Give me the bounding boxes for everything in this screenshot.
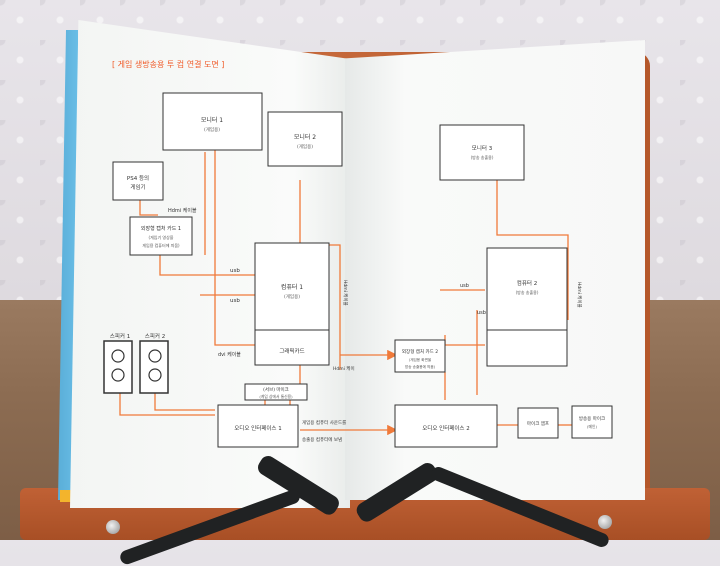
svg-text:(게임용 화면을: (게임용 화면을 [409,357,432,362]
svg-text:마이크 앰프: 마이크 앰프 [527,420,549,427]
mic-amp: 마이크 앰프 [517,407,559,439]
usb-label-left-2: usb [230,298,240,304]
left-screw [106,520,120,534]
diagram-title: [ 게임 생방송용 투 컴 연결 도면 ] [112,59,224,69]
note-line-1: 게임용 컴퓨터 사운드를 [302,419,346,426]
svg-text:게임용 컴퓨터에 띄움): 게임용 컴퓨터에 띄움) [142,242,180,248]
connection-diagram: [ 게임 생방송용 투 컴 연결 도면 ] 모니터 1 (게임용) 모니터 2 … [103,59,613,448]
computer-2: 컴퓨터 2 (방송 송출용) [486,247,568,367]
sub-microphone: (서브) 마이크 (게임 상에서 통신용) [244,383,308,401]
usb-label-left-1: usb [230,268,240,274]
svg-text:모니터 1: 모니터 1 [201,116,223,124]
ps4-console: PS4 등의 게임기 [112,161,164,201]
svg-text:스피커 1: 스피커 1 [110,332,130,340]
audio-interface-1: 오디오 인터페이스 1 [217,404,299,448]
svg-text:(서브) 마이크: (서브) 마이크 [263,386,289,393]
svg-text:방송용 마이크: 방송용 마이크 [579,415,605,422]
hdmi-cable-label-right: Hdmi 케이블 [576,282,583,308]
svg-text:(방송 송출용): (방송 송출용) [471,154,494,160]
svg-text:컴퓨터 1: 컴퓨터 1 [281,283,303,291]
svg-text:(게임용): (게임용) [204,126,220,133]
monitor-3: 모니터 3 (방송 송출용) [439,124,525,181]
computer-1: 컴퓨터 1 (게임용) 그래픽카드 [254,242,330,366]
svg-text:(게임용): (게임용) [297,143,313,150]
svg-text:모니터 2: 모니터 2 [294,133,316,141]
hdmi-cable-label-1: Hdmi 케이블 [168,207,197,214]
svg-text:(메인): (메인) [587,424,597,429]
broadcast-microphone: 방송용 마이크 (메인) [571,405,613,439]
hdmi-cable-label-bottom: Hdmi 케이 [333,365,355,372]
svg-text:스피커 2: 스피커 2 [145,332,165,340]
speaker-2: 스피커 2 [139,332,169,394]
graphics-card-label: 그래픽카드 [279,347,304,355]
svg-text:모니터 3: 모니터 3 [472,144,493,152]
monitor-2: 모니터 2 (게임용) [267,111,343,167]
svg-text:(방송 송출용): (방송 송출용) [516,289,539,295]
audio-interface-2: 오디오 인터페이스 2 [394,404,498,448]
svg-text:게임기: 게임기 [130,183,145,191]
svg-text:(게임용): (게임용) [284,293,300,300]
svg-text:오디오 인터페이스 1: 오디오 인터페이스 1 [234,424,281,432]
monitor-1: 모니터 1 (게임용) [162,92,263,151]
svg-text:오디오 인터페이스 2: 오디오 인터페이스 2 [422,424,469,432]
svg-text:외장형 캡처 카드 1: 외장형 캡처 카드 1 [141,225,181,232]
right-screw [598,515,612,529]
svg-text:PS4 등의: PS4 등의 [127,175,149,182]
svg-text:방송 송출용에 띄움): 방송 송출용에 띄움) [405,364,436,369]
capture-card-2: 외장형 캡처 카드 2 (게임용 화면을 방송 송출용에 띄움) [394,339,446,373]
usb-label-right-2: usb [477,310,486,316]
capture-card-1: 외장형 캡처 카드 1 (게임기 영상을 게임용 컴퓨터에 띄움) [129,216,193,256]
note-line-2: 송출용 컴퓨터에 보냄 [302,436,342,443]
usb-label-right-1: usb [460,283,469,289]
svg-text:외장형 캡처 카드 2: 외장형 캡처 카드 2 [402,348,438,355]
svg-text:(게임기 영상을: (게임기 영상을 [149,234,174,240]
svg-text:컴퓨터 2: 컴퓨터 2 [517,279,537,287]
svg-text:(게임 상에서 통신용): (게임 상에서 통신용) [259,394,293,399]
speaker-1: 스피커 1 [103,332,133,394]
hdmi-cable-label-side: Hdmi 케이블 [342,280,349,306]
dvi-cable-label: dvi 케이블 [218,351,241,358]
